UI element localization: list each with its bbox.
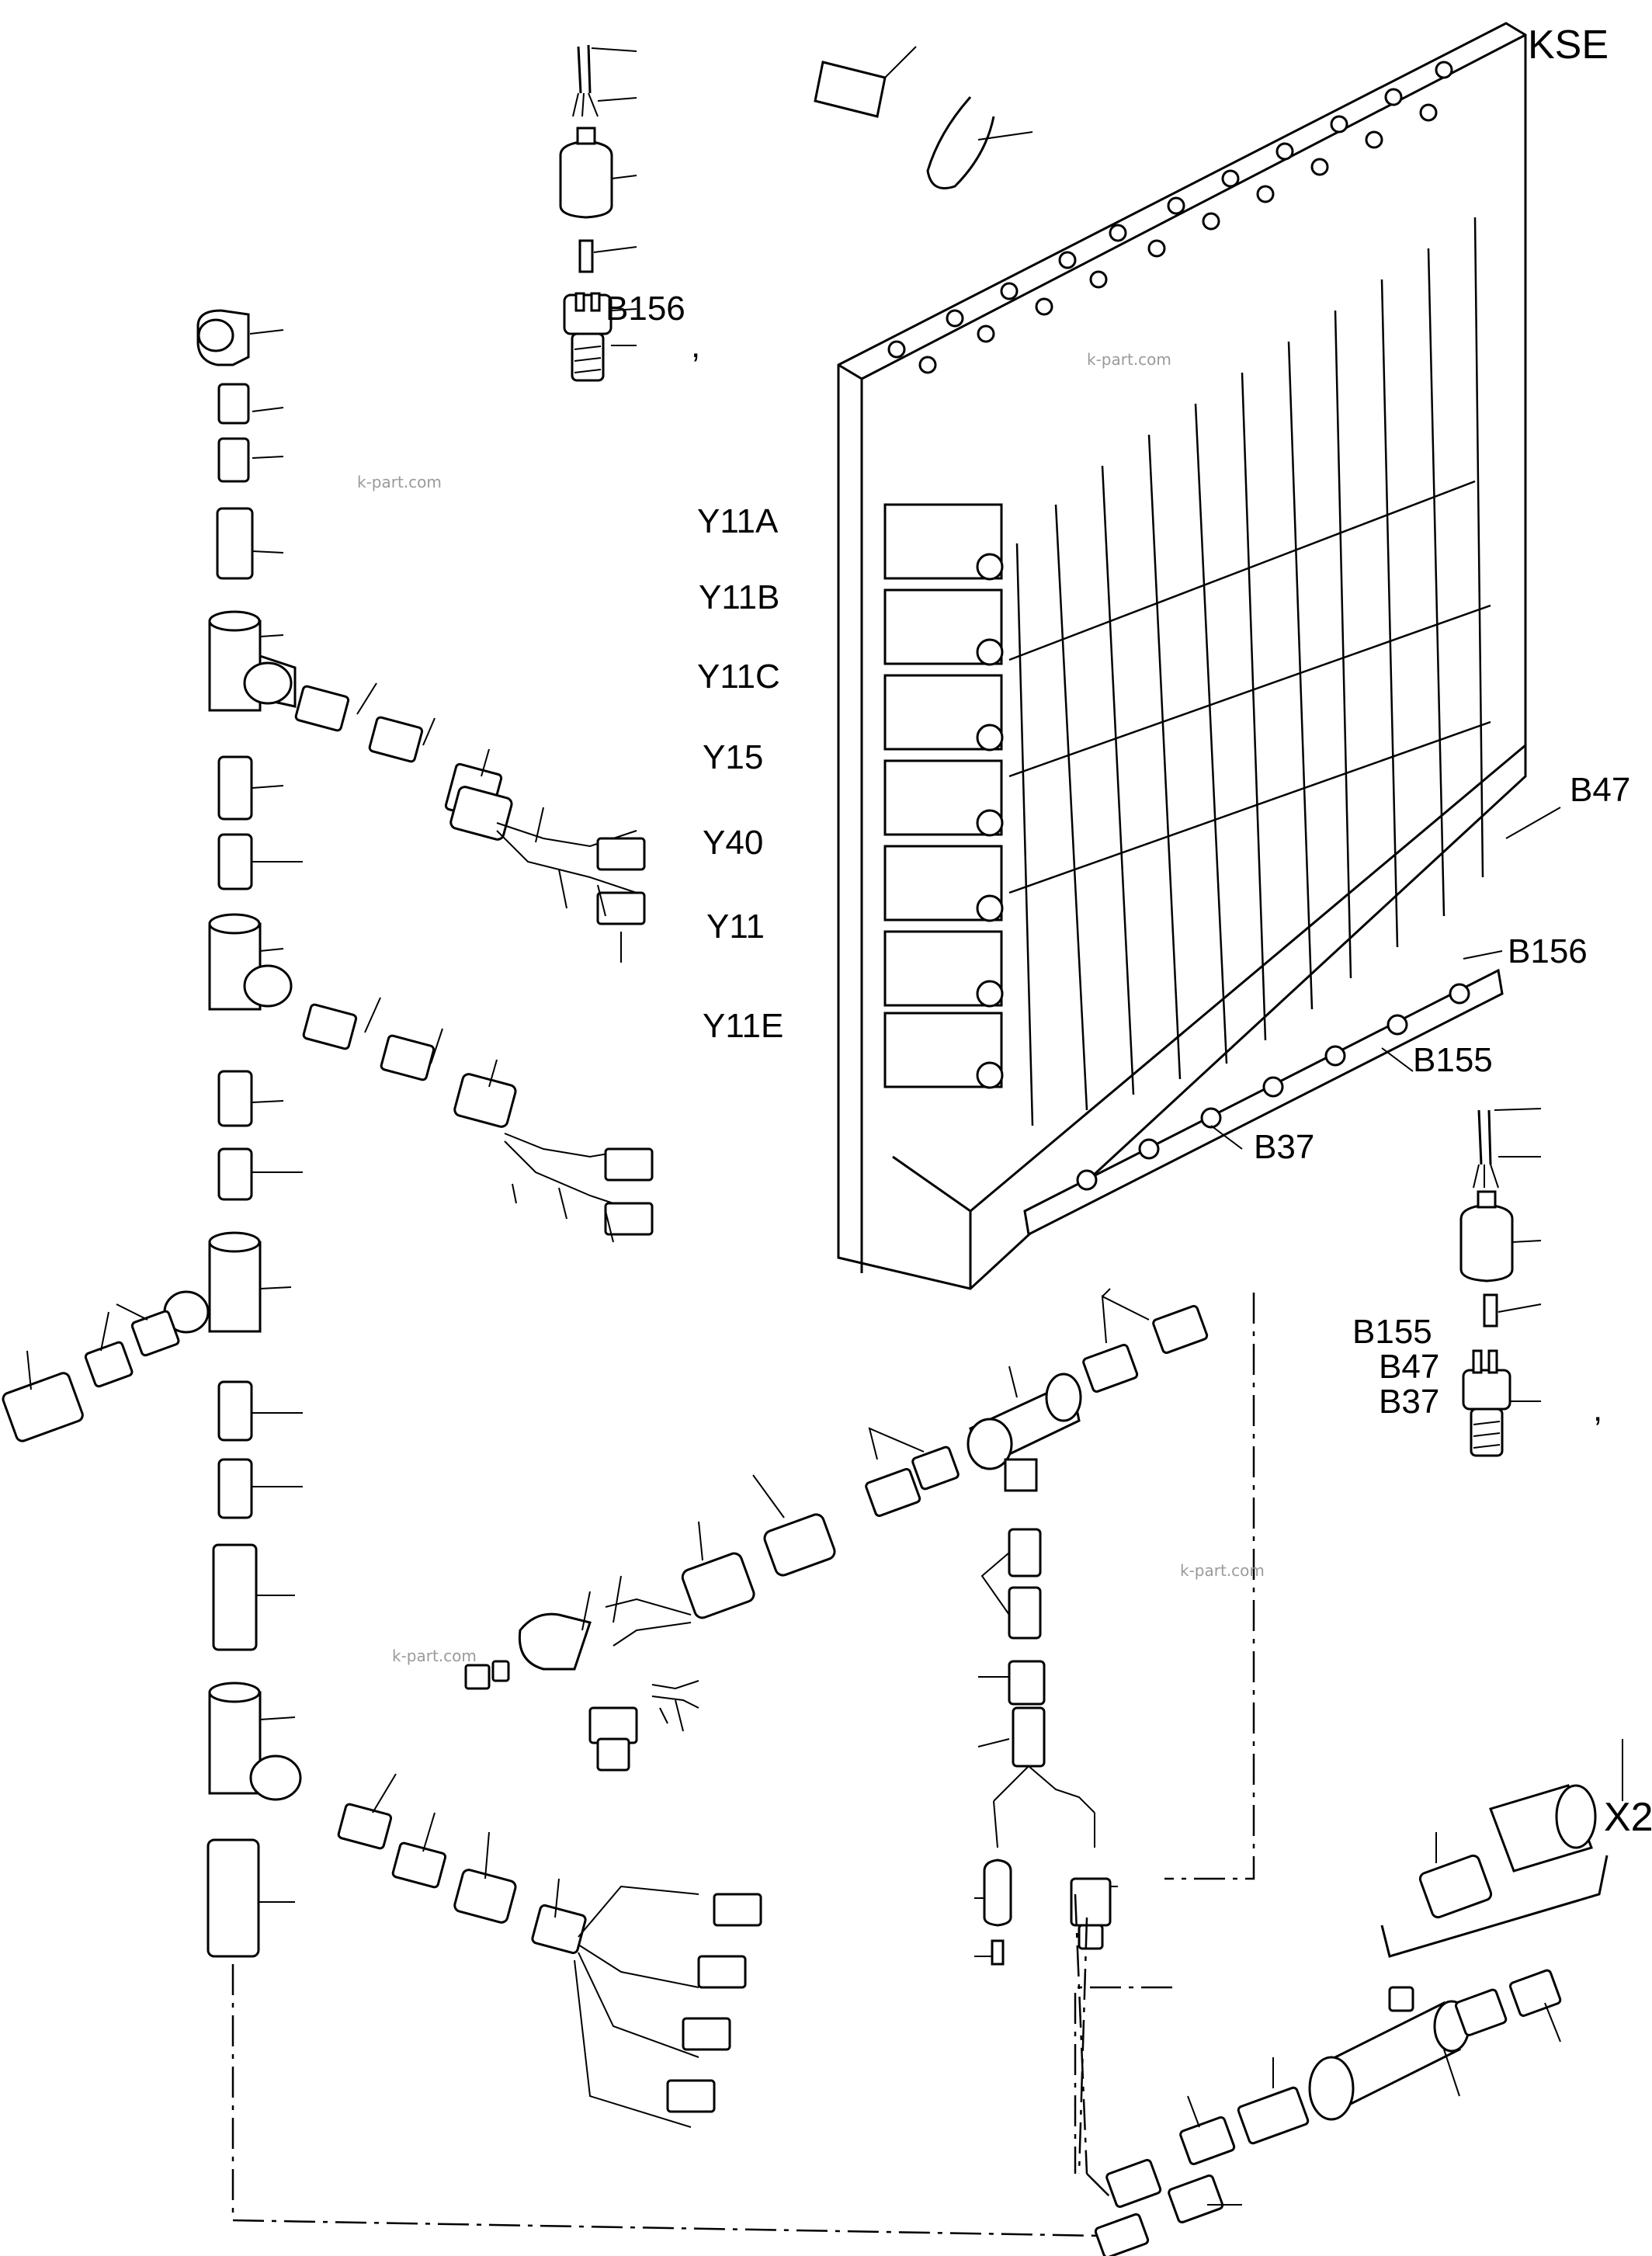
top-sensor-label: B156	[606, 290, 685, 328]
right-sensor-assembly: B155 B47 B37 ,	[1352, 1108, 1602, 1457]
valve-label-y11: Y11	[706, 908, 765, 946]
sensor-label-b156: B156	[1508, 932, 1588, 970]
valve-label-y15: Y15	[703, 738, 763, 776]
valve-labels: Y11A Y11B Y11C Y15 Y40 Y11 Y11E	[697, 502, 783, 1045]
top-sensor-assembly: B156 ,	[559, 44, 700, 382]
sensor-label-b155: B155	[1413, 1041, 1493, 1079]
left-fitting-chain	[2, 309, 762, 2128]
valve-label-y11c: Y11C	[697, 658, 780, 696]
valve-label-y11e: Y11E	[703, 1007, 783, 1045]
valve-label-y11b: Y11B	[699, 578, 779, 616]
valve-block-assembly	[837, 22, 1561, 1290]
right-sensor-label-b47: B47	[1379, 1348, 1439, 1386]
connector-assembly-x2: X2	[1094, 1739, 1652, 2256]
right-sensor-label-b37: B37	[1379, 1383, 1439, 1421]
watermark-3: k-part.com	[1180, 1561, 1265, 1580]
assembly-title: KSE	[1528, 23, 1609, 68]
center-fitting-group	[464, 1288, 1209, 1966]
valve-label-y40: Y40	[703, 824, 763, 862]
dash-dot-connection-lines	[231, 1293, 1255, 2237]
bottom-rail-fittings	[1076, 983, 1470, 1191]
watermark-2: k-part.com	[1087, 350, 1171, 369]
solenoid-valve-stack	[883, 503, 1004, 1089]
sensor-labels: B47 B156 B155 B37	[1254, 771, 1630, 1166]
pipe-bundle	[1008, 217, 1491, 1126]
top-sensor-suffix: ,	[691, 327, 700, 365]
right-sensor-label-b155: B155	[1352, 1313, 1432, 1351]
sensor-label-b47: B47	[1570, 771, 1630, 809]
connector-label-x2: X2	[1604, 1795, 1652, 1840]
sensor-label-b37: B37	[1254, 1128, 1314, 1166]
watermark-4: k-part.com	[392, 1647, 477, 1665]
top-rail-bolts	[887, 61, 1453, 374]
hose-and-cable-tie	[814, 46, 1033, 189]
watermark-1: k-part.com	[357, 473, 442, 491]
right-sensor-suffix: ,	[1593, 1390, 1602, 1428]
valve-label-y11a: Y11A	[697, 502, 779, 540]
